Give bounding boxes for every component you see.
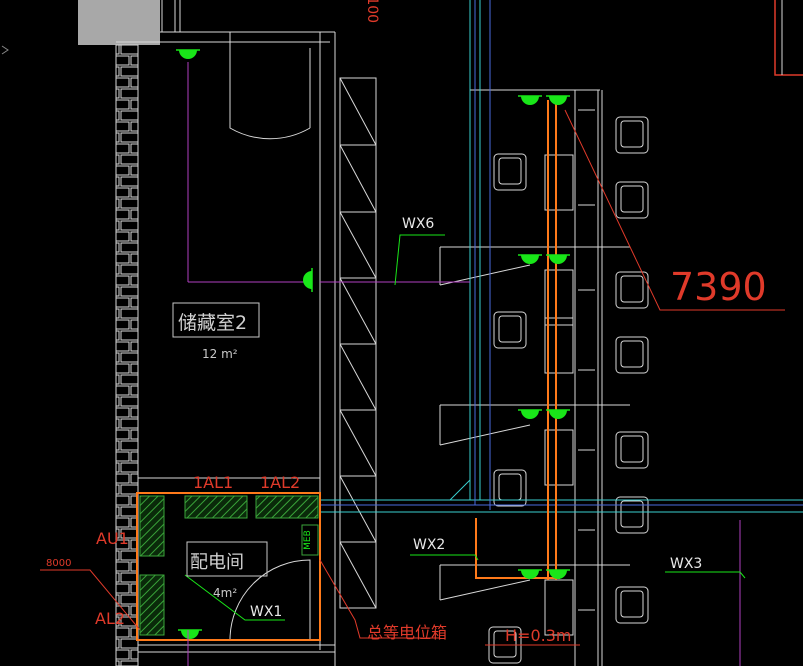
storage-room-name: 储藏室2 xyxy=(178,312,247,334)
dimension-8000: 8000 xyxy=(46,558,71,569)
red-corner xyxy=(774,0,803,76)
green-leaders xyxy=(184,234,746,621)
shelf-column xyxy=(339,77,377,609)
distribution-room-tag xyxy=(186,541,268,577)
duct-size-label: 200X100 xyxy=(364,0,380,23)
storage-room-tag xyxy=(172,302,260,338)
circuit-wx3: WX3 xyxy=(670,556,702,572)
magenta-circuit xyxy=(187,62,741,666)
edge-mark xyxy=(1,45,9,55)
door-swing-top xyxy=(229,48,311,140)
panel-meb xyxy=(301,524,319,556)
circuit-wx6: WX6 xyxy=(402,216,434,232)
distribution-room-area: 4m² xyxy=(213,586,237,600)
door-swing-bottom xyxy=(229,559,311,641)
panel-label-al2: AL2 xyxy=(95,609,125,628)
mount-height-label: H=0.3m xyxy=(505,626,571,645)
panel-1al2 xyxy=(255,495,319,519)
leader-lines xyxy=(40,109,785,646)
panel-label-1al1: 1AL1 xyxy=(193,473,233,492)
distribution-room-name: 配电间 xyxy=(190,552,244,573)
circuit-wx2: WX2 xyxy=(413,537,445,553)
cyan-cable-tray xyxy=(320,0,803,513)
storage-room-area: 12 m² xyxy=(202,347,238,361)
circuit-wx1: WX1 xyxy=(250,604,282,620)
panel-al2 xyxy=(139,574,165,636)
panel-label-1al2: 1AL2 xyxy=(260,473,300,492)
blue-lines xyxy=(320,0,803,510)
gray-block xyxy=(78,0,160,45)
dimension-7390: 7390 xyxy=(670,265,767,309)
panel-1al1 xyxy=(184,495,248,519)
panel-au1 xyxy=(139,495,165,557)
desk-partitions xyxy=(439,89,630,666)
brick-wall-left xyxy=(115,44,139,666)
equipotential-box-label: 总等电位箱 xyxy=(367,623,447,642)
chairs xyxy=(488,116,649,664)
panel-label-au1: AU1 xyxy=(96,529,129,548)
meb-label: MEB xyxy=(303,530,313,550)
